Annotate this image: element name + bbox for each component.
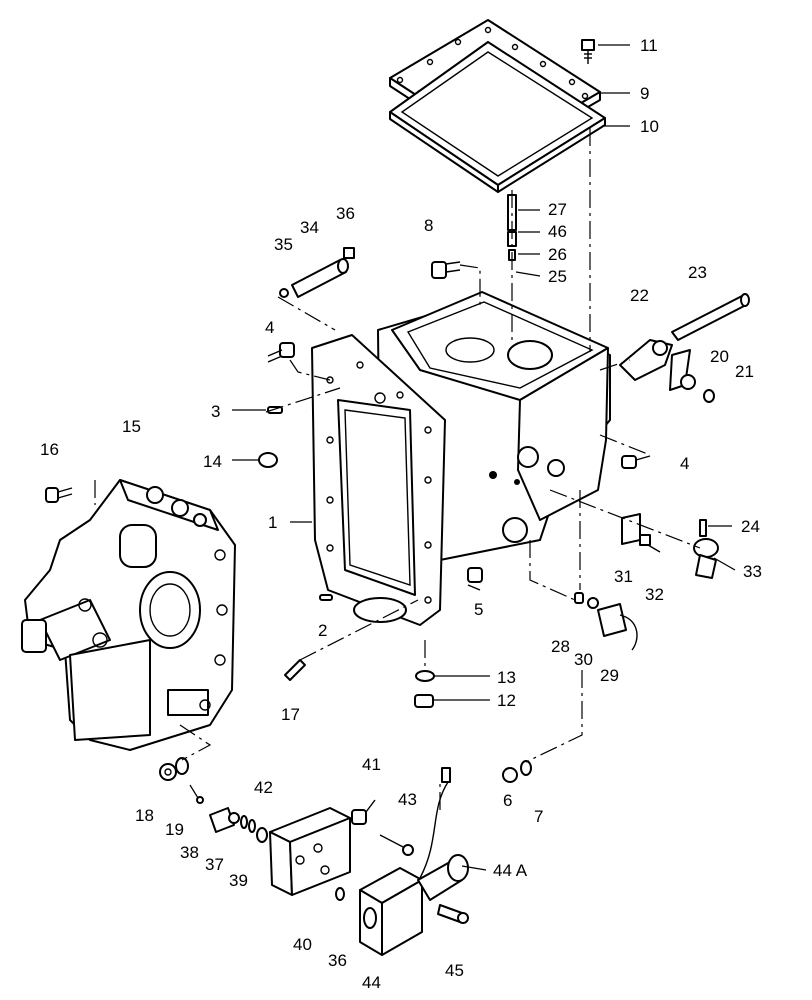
plug-37 xyxy=(209,807,240,833)
callout-41: 41 xyxy=(362,755,381,774)
callout-25: 25 xyxy=(548,267,567,286)
bolt-8 xyxy=(431,261,461,279)
callout-35: 35 xyxy=(274,235,293,254)
callout-20: 20 xyxy=(710,347,729,366)
callout-7: 7 xyxy=(534,807,543,826)
callout-44a: 44 A xyxy=(493,861,528,880)
callout-40: 40 xyxy=(293,935,312,954)
rod-23 xyxy=(671,293,750,341)
callout-22: 22 xyxy=(630,286,649,305)
fitting-41 xyxy=(351,799,376,825)
pin-28 xyxy=(574,592,584,604)
sensor-29 xyxy=(597,603,638,651)
stud-17 xyxy=(284,659,306,681)
pump-assembly-15 xyxy=(21,479,236,751)
callout-46: 46 xyxy=(548,222,567,241)
callout-42: 42 xyxy=(254,778,273,797)
snap-ring-35 xyxy=(279,288,289,298)
callout-36: 36 xyxy=(328,951,347,970)
callout-31: 31 xyxy=(614,567,633,586)
solenoid-44a xyxy=(417,767,469,901)
callout-10: 10 xyxy=(640,117,659,136)
nut-6 xyxy=(502,767,518,783)
bolt-32 xyxy=(639,534,661,553)
callout-19: 19 xyxy=(165,820,184,839)
callout-24: 24 xyxy=(741,517,760,536)
valve-block-44 xyxy=(359,867,423,956)
callout-9: 9 xyxy=(640,84,649,103)
callout-21: 21 xyxy=(735,362,754,381)
bolt-43 xyxy=(379,834,414,856)
callout-29: 29 xyxy=(600,666,619,685)
callout-16: 16 xyxy=(40,440,59,459)
shaft-34 xyxy=(291,258,349,298)
callout-4: 4 xyxy=(265,318,274,337)
washer-19 xyxy=(175,757,189,775)
ring-38 xyxy=(196,796,204,804)
pin-2 xyxy=(319,594,333,601)
washer-42 xyxy=(256,827,268,843)
callout-5: 5 xyxy=(474,600,483,619)
valve-block-40 xyxy=(269,807,351,896)
washer-13 xyxy=(415,670,435,682)
callout-33: 33 xyxy=(743,562,762,581)
lever-22 xyxy=(619,339,673,381)
bolt-45 xyxy=(437,904,469,924)
callout-3: 3 xyxy=(211,402,220,421)
washer-30 xyxy=(587,597,599,609)
nut-36-top xyxy=(343,247,355,259)
callout-12: 12 xyxy=(497,691,516,710)
callout-32: 32 xyxy=(645,585,664,604)
callout-43: 43 xyxy=(398,790,417,809)
leader-lines xyxy=(232,44,736,871)
washer-36-bottom xyxy=(335,887,345,901)
pin-24 xyxy=(699,519,707,537)
callout-2: 2 xyxy=(318,621,327,640)
bolt-16 xyxy=(45,487,73,503)
callout-6: 6 xyxy=(503,791,512,810)
callout-labels: 1 2 3 4 4 5 6 7 8 9 10 11 12 13 14 15 16… xyxy=(40,36,762,992)
washer-7 xyxy=(520,760,532,776)
callout-36: 36 xyxy=(336,204,355,223)
ring-21 xyxy=(703,389,715,403)
callout-18: 18 xyxy=(135,806,154,825)
cam-33 xyxy=(693,538,719,579)
callout-13: 13 xyxy=(497,668,516,687)
callout-38: 38 xyxy=(180,843,199,862)
callout-28: 28 xyxy=(551,637,570,656)
assembly-lines xyxy=(94,128,701,810)
gasket-10 xyxy=(389,41,606,193)
arm-20 xyxy=(669,349,696,391)
callout-27: 27 xyxy=(548,200,567,219)
callout-26: 26 xyxy=(548,245,567,264)
callout-39: 39 xyxy=(229,871,248,890)
bolt-5 xyxy=(467,567,483,591)
callout-37: 37 xyxy=(205,855,224,874)
callout-17: 17 xyxy=(281,705,300,724)
callout-45: 45 xyxy=(445,961,464,980)
callout-4: 4 xyxy=(680,454,689,473)
callout-8: 8 xyxy=(424,216,433,235)
transmission-housing-1 xyxy=(311,291,611,626)
rings-39 xyxy=(240,815,256,833)
callout-1: 1 xyxy=(268,513,277,532)
bolt-4-left xyxy=(267,342,295,363)
callout-30: 30 xyxy=(574,650,593,669)
callout-34: 34 xyxy=(300,218,319,237)
bolt-11 xyxy=(581,39,595,64)
bolt-4-right xyxy=(621,455,651,469)
callout-15: 15 xyxy=(122,417,141,436)
o-ring-14 xyxy=(258,452,278,468)
callout-44: 44 xyxy=(362,973,381,992)
callout-23: 23 xyxy=(688,263,707,282)
plug-12 xyxy=(414,694,434,708)
callout-14: 14 xyxy=(203,452,222,471)
callout-11: 11 xyxy=(640,36,658,55)
nut-18 xyxy=(159,763,177,781)
